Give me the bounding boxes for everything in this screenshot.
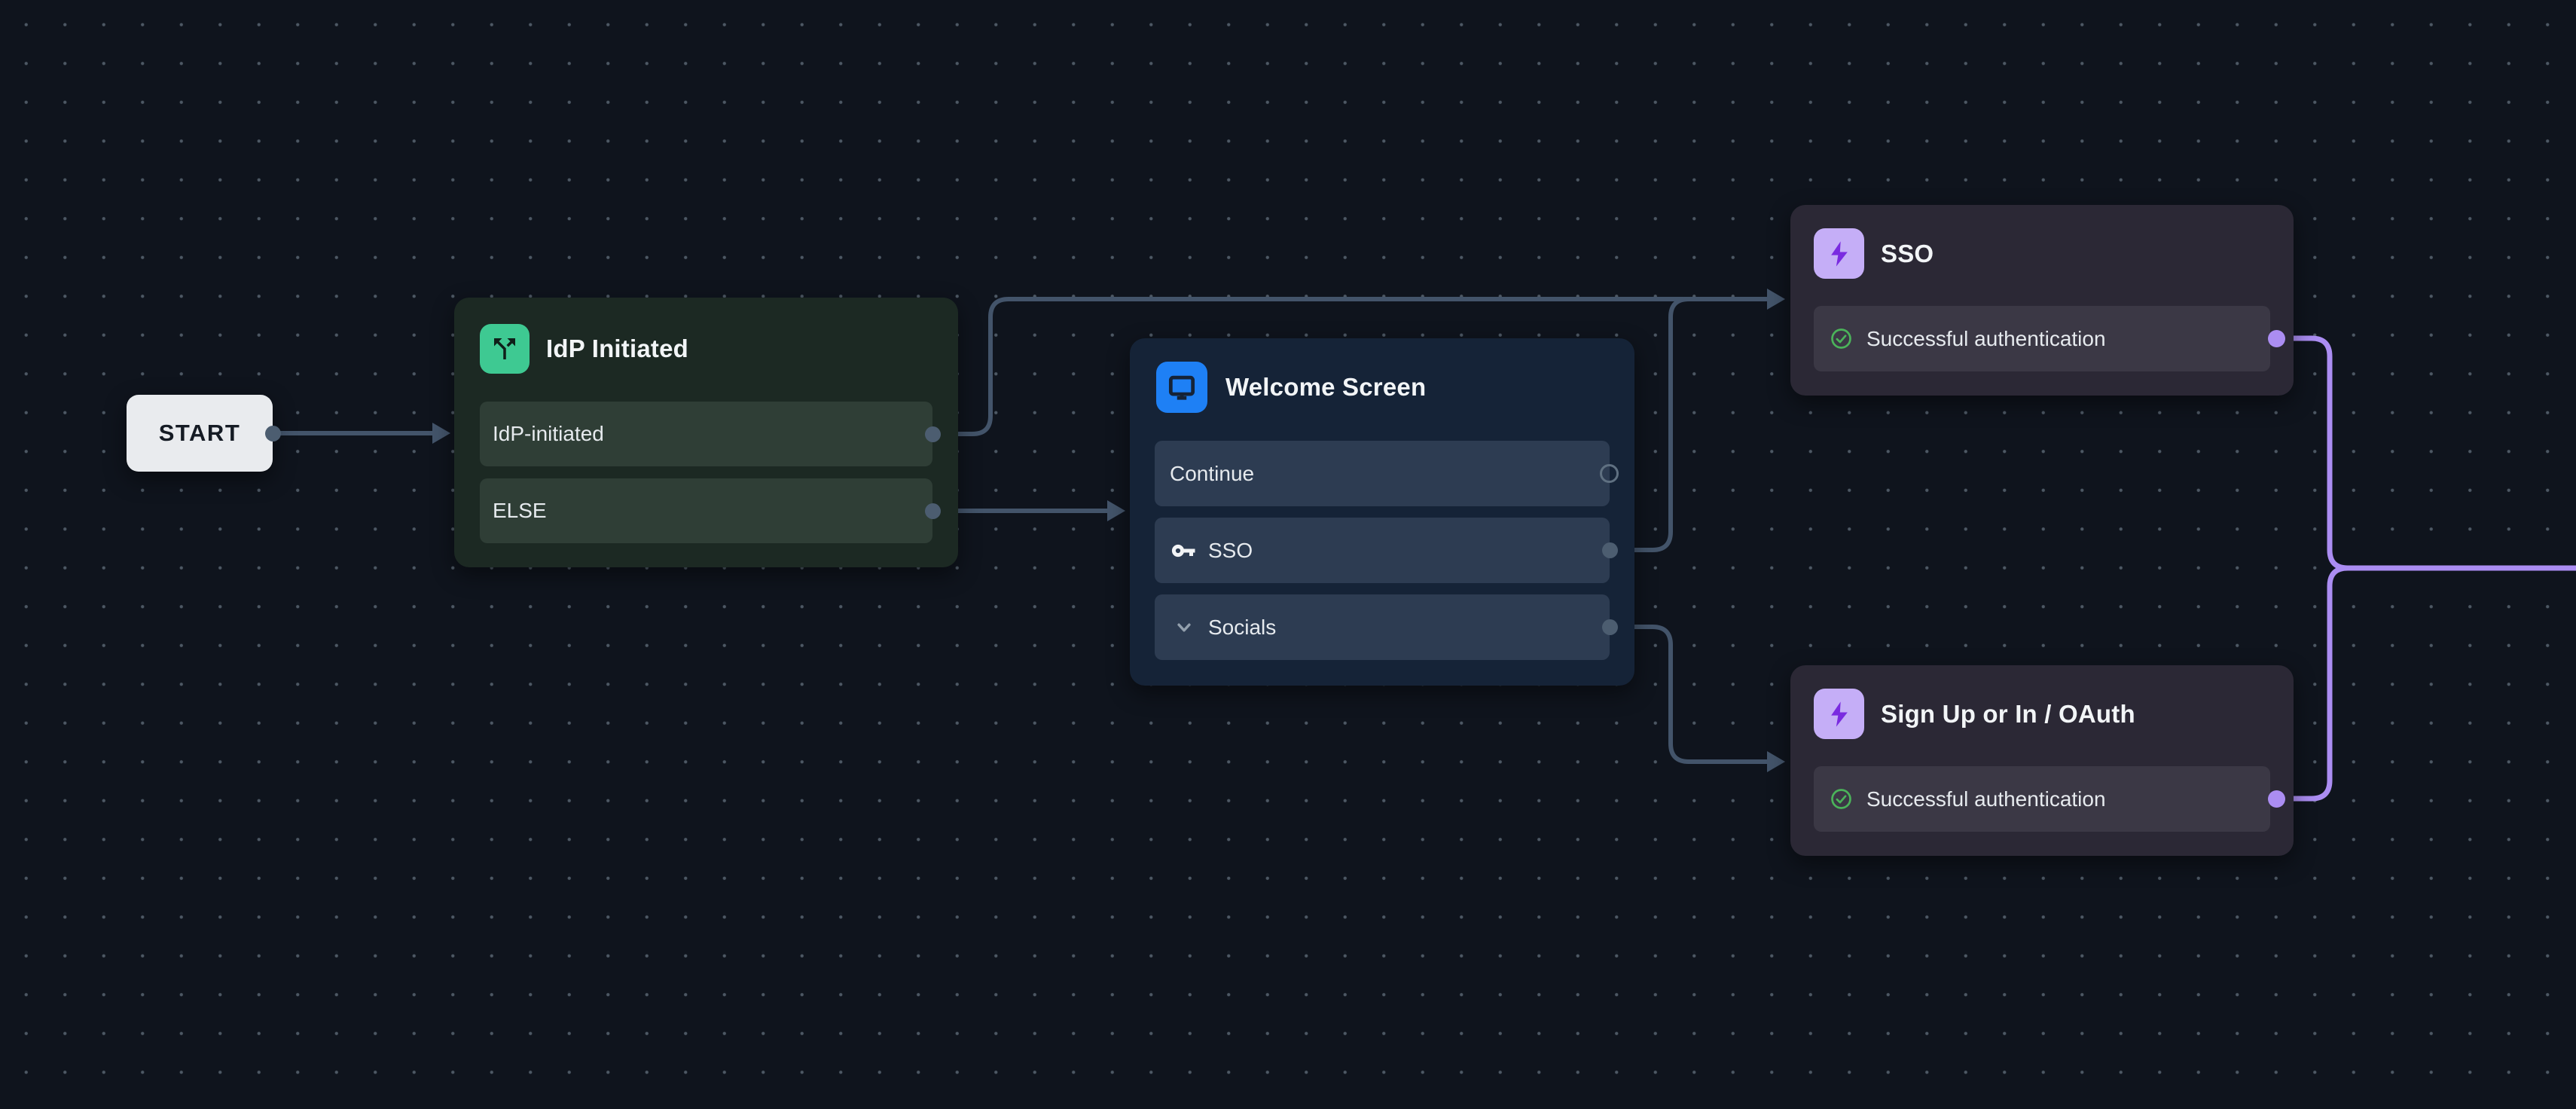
split-arrows-icon [480, 324, 530, 374]
welcome-sso-output-port[interactable] [1601, 542, 1618, 558]
idp-row-else[interactable]: ELSE [480, 478, 932, 543]
welcome-row-socials[interactable]: Socials [1155, 594, 1610, 660]
row-label: ELSE [493, 499, 547, 522]
sso-node-title: SSO [1881, 239, 1934, 267]
edge-idpinitiated-to-sso[interactable] [939, 297, 1769, 436]
welcome-screen-node[interactable]: Welcome Screen Continue SSO Socials [1130, 338, 1634, 686]
idp-row-idp-initiated[interactable]: IdP-initiated [480, 402, 932, 466]
lightning-icon [1814, 689, 1864, 739]
arrowhead-welcome [1107, 500, 1125, 521]
row-label: IdP-initiated [493, 422, 604, 445]
monitor-icon [1156, 362, 1207, 413]
arrowhead-sso [1767, 289, 1785, 310]
idp-initiated-node[interactable]: IdP Initiated IdP-initiated ELSE [454, 298, 958, 567]
welcome-row-continue[interactable]: Continue [1155, 441, 1610, 506]
oauth-success-output-port[interactable] [2267, 790, 2285, 808]
row-label: SSO [1208, 538, 1253, 562]
start-node-label: START [158, 420, 241, 446]
else-output-port[interactable] [924, 503, 941, 519]
sign-up-or-in-oauth-node[interactable]: Sign Up or In / OAuth Successful authent… [1790, 665, 2294, 856]
sso-row-success[interactable]: Successful authentication [1814, 306, 2270, 371]
idp-node-title: IdP Initiated [546, 335, 689, 362]
edge-sso-success-out[interactable] [2281, 335, 2576, 571]
oauth-node-title: Sign Up or In / OAuth [1881, 699, 2135, 728]
sso-success-output-port[interactable] [2267, 329, 2285, 347]
sso-node[interactable]: SSO Successful authentication [1790, 205, 2294, 396]
socials-output-port[interactable] [1601, 619, 1618, 635]
welcome-row-sso[interactable]: SSO [1155, 518, 1610, 583]
chevron-down-icon[interactable] [1170, 616, 1198, 639]
row-label: Socials [1208, 615, 1277, 639]
welcome-node-title: Welcome Screen [1225, 373, 1427, 401]
row-label: Successful authentication [1866, 326, 2106, 350]
arrowhead-idp [432, 423, 450, 444]
edge-socials-to-oauth[interactable] [1616, 625, 1769, 764]
sso-node-header: SSO [1814, 228, 1934, 279]
start-node[interactable]: START [127, 395, 273, 472]
check-circle-icon [1830, 327, 1853, 350]
row-label: Successful authentication [1866, 787, 2106, 811]
start-output-port[interactable] [264, 425, 281, 441]
edge-welcomesso-to-sso[interactable] [1616, 297, 1769, 552]
lightning-icon [1814, 228, 1864, 279]
idp-initiated-output-port[interactable] [924, 426, 941, 442]
oauth-node-header: Sign Up or In / OAuth [1814, 689, 2135, 739]
row-label: Continue [1170, 461, 1255, 485]
welcome-node-header: Welcome Screen [1156, 362, 1426, 413]
idp-node-header: IdP Initiated [480, 324, 688, 374]
oauth-row-success[interactable]: Successful authentication [1814, 766, 2270, 832]
arrowhead-oauth [1767, 751, 1785, 772]
key-icon [1170, 536, 1198, 565]
check-circle-icon [1830, 787, 1853, 811]
edge-oauth-success-out[interactable] [2281, 565, 2576, 802]
continue-output-port[interactable] [1600, 463, 1619, 483]
